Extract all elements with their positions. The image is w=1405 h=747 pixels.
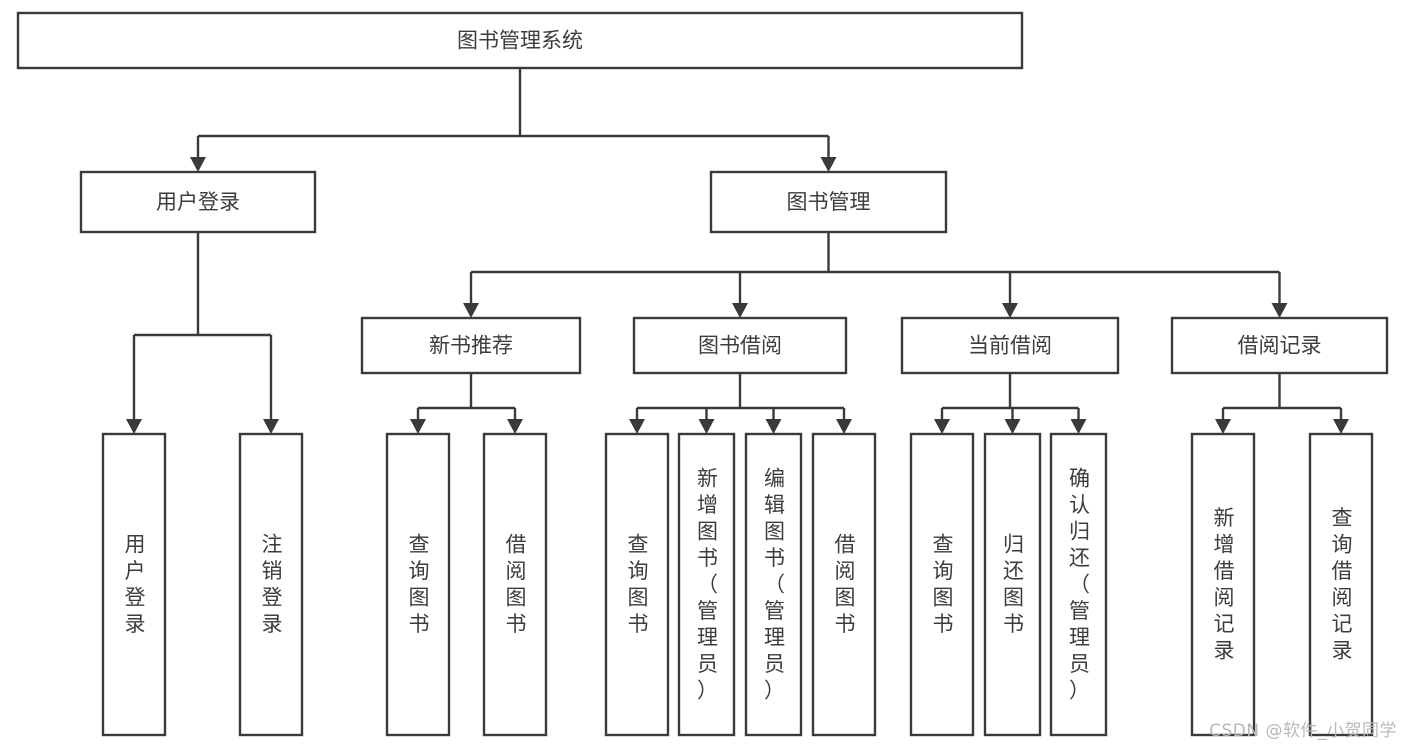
arrow-head-icon bbox=[190, 157, 206, 172]
connector-edges bbox=[126, 68, 1349, 434]
node-label: 图书管理系统 bbox=[457, 29, 583, 53]
node-label: 借阅图书 bbox=[835, 533, 856, 637]
arrow-head-icon bbox=[820, 157, 837, 172]
node-leaf-query-book-2[interactable]: 查询图书 bbox=[604, 432, 670, 737]
node-leaf-confirm-return[interactable]: 确认归还（管理员） bbox=[1049, 432, 1108, 737]
arrow-head-icon bbox=[1215, 419, 1231, 434]
node-new-book-rec[interactable]: 新书推荐 bbox=[360, 316, 582, 375]
arrow-head-icon bbox=[629, 419, 645, 434]
arrow-head-icon bbox=[263, 419, 279, 434]
node-label: 新增借阅记录 bbox=[1214, 506, 1235, 663]
node-boxes: 图书管理系统用户登录图书管理新书推荐图书借阅当前借阅借阅记录用户登录注销登录查询… bbox=[16, 11, 1389, 737]
node-label: 查询图书 bbox=[628, 533, 649, 637]
node-label: 查询借阅记录 bbox=[1332, 506, 1353, 663]
node-label: 注销登录 bbox=[262, 533, 283, 637]
node-label: 查询图书 bbox=[409, 533, 430, 637]
node-label: 新增图书（管理员） bbox=[697, 466, 718, 702]
arrow-head-icon bbox=[463, 303, 479, 318]
arrow-head-icon bbox=[836, 419, 852, 434]
node-leaf-query-record[interactable]: 查询借阅记录 bbox=[1308, 432, 1374, 737]
node-label: 图书管理 bbox=[787, 190, 871, 214]
node-label: 用户登录 bbox=[125, 533, 146, 637]
node-leaf-user-login[interactable]: 用户登录 bbox=[101, 432, 167, 737]
node-book-borrow[interactable]: 图书借阅 bbox=[632, 316, 848, 375]
arrow-head-icon bbox=[507, 419, 523, 434]
node-label: 查询图书 bbox=[933, 533, 954, 637]
node-leaf-add-book[interactable]: 新增图书（管理员） bbox=[677, 432, 736, 737]
node-label: 借阅图书 bbox=[506, 533, 527, 637]
arrow-head-icon bbox=[732, 303, 748, 318]
node-label: 新书推荐 bbox=[429, 334, 513, 358]
arrow-head-icon bbox=[126, 419, 142, 434]
arrow-head-icon bbox=[1002, 303, 1018, 318]
node-leaf-borrow-book-1[interactable]: 借阅图书 bbox=[482, 432, 548, 737]
arrow-head-icon bbox=[698, 419, 715, 434]
node-current-borrow[interactable]: 当前借阅 bbox=[900, 316, 1120, 375]
node-label: 借阅记录 bbox=[1238, 334, 1322, 358]
node-leaf-add-record[interactable]: 新增借阅记录 bbox=[1190, 432, 1256, 737]
node-leaf-borrow-book-2[interactable]: 借阅图书 bbox=[811, 432, 877, 737]
node-label: 当前借阅 bbox=[968, 334, 1052, 358]
node-leaf-return-book[interactable]: 归还图书 bbox=[983, 432, 1042, 737]
node-label: 编辑图书（管理员） bbox=[764, 466, 785, 702]
node-leaf-logout[interactable]: 注销登录 bbox=[238, 432, 304, 737]
node-label: 图书借阅 bbox=[698, 334, 782, 358]
node-label: 归还图书 bbox=[1003, 533, 1024, 637]
node-label: 用户登录 bbox=[156, 190, 240, 214]
arrow-head-icon bbox=[1070, 419, 1087, 434]
arrow-head-icon bbox=[1271, 303, 1288, 318]
arrow-head-icon bbox=[1333, 419, 1349, 434]
node-leaf-query-book-1[interactable]: 查询图书 bbox=[385, 432, 451, 737]
node-leaf-edit-book[interactable]: 编辑图书（管理员） bbox=[744, 432, 803, 737]
node-leaf-query-book-3[interactable]: 查询图书 bbox=[909, 432, 975, 737]
arrow-head-icon bbox=[934, 419, 950, 434]
node-label: 确认归还（管理员） bbox=[1069, 466, 1090, 702]
node-user-login[interactable]: 用户登录 bbox=[79, 170, 317, 234]
node-borrow-record[interactable]: 借阅记录 bbox=[1170, 316, 1389, 375]
arrow-head-icon bbox=[765, 419, 782, 434]
arrow-head-icon bbox=[1004, 419, 1021, 434]
node-book-manage[interactable]: 图书管理 bbox=[709, 170, 948, 234]
arrow-head-icon bbox=[410, 419, 426, 434]
node-root-图书管理系统[interactable]: 图书管理系统 bbox=[16, 11, 1024, 70]
